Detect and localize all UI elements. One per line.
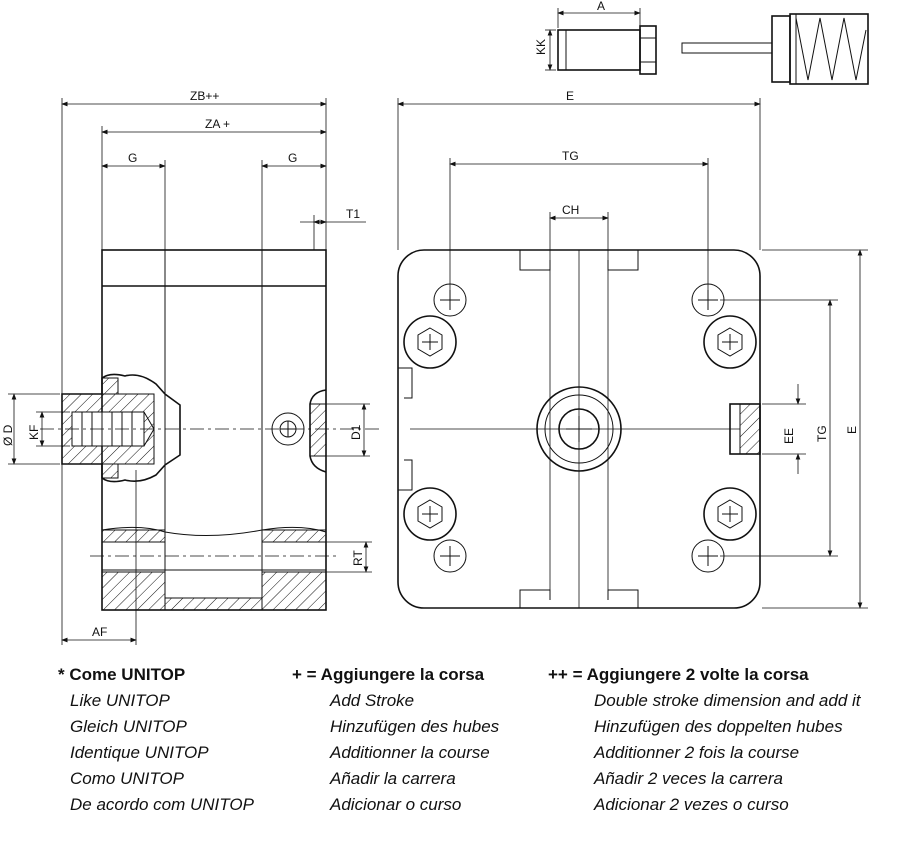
mounting-hole-tl (433, 283, 467, 317)
dim-label-zb: ZB++ (190, 89, 219, 103)
dim-label-tg-top: TG (562, 149, 579, 163)
dim-label-t1: T1 (346, 207, 360, 221)
legend-line: Double stroke dimension and add it (594, 691, 861, 710)
legend-line: Like UNITOP (70, 691, 170, 710)
dim-label-od: Ø D (1, 424, 15, 446)
legend-line: Additionner la course (330, 743, 490, 762)
legend-line: Adicionar 2 vezes o curso (594, 795, 789, 814)
dim-label-g-right: G (288, 151, 297, 165)
legend-line: Gleich UNITOP (70, 717, 187, 736)
legend-like-unitop: * Come UNITOP Like UNITOP Gleich UNITOP … (58, 662, 254, 818)
hex-screw-tr (703, 315, 757, 369)
dim-label-tg-side: TG (815, 425, 829, 442)
legend-line: Additionner 2 fois la course (594, 743, 800, 762)
hex-screw-bl (403, 487, 457, 541)
dim-label-za: ZA + (205, 117, 230, 131)
legend-line: Añadir 2 veces la carrera (594, 769, 783, 788)
dim-label-a: A (597, 0, 605, 13)
legend-line: Adicionar o curso (330, 795, 462, 814)
dim-label-ch: CH (562, 203, 579, 217)
legend-line: Hinzufügen des hubes (330, 717, 500, 736)
cylinder-technical-drawing: A KK (1, 0, 869, 645)
legend-line: Como UNITOP (70, 769, 184, 788)
dim-label-rt: RT (351, 550, 365, 566)
spring-detail (681, 13, 869, 85)
dim-label-ee: EE (782, 428, 796, 444)
legend-add-stroke: + = Aggiungere la corsa Add Stroke Hinzu… (292, 662, 499, 818)
legend-line: De acordo com UNITOP (70, 795, 254, 814)
dim-label-e-top: E (566, 89, 574, 103)
mounting-hole-bl (433, 539, 467, 573)
legend-line: Añadir la carrera (330, 769, 456, 788)
legend-heading: ++ = Aggiungere 2 volte la corsa (548, 665, 809, 684)
cylinder-side-view (8, 98, 380, 645)
dim-label-d1: D1 (349, 424, 363, 440)
legend-line: Add Stroke (330, 691, 415, 710)
cylinder-front-view (397, 98, 868, 609)
dim-label-af: AF (92, 625, 107, 639)
legend-heading: * Come UNITOP (58, 665, 186, 684)
hex-screw-br (703, 487, 757, 541)
legend-double-stroke: ++ = Aggiungere 2 volte la corsa Double … (548, 662, 861, 818)
dim-label-kk: KK (534, 39, 548, 55)
nut-detail (545, 8, 657, 75)
legend-line: Hinzufügen des doppelten hubes (594, 717, 843, 736)
dim-label-e-side: E (845, 426, 859, 434)
legend-line: Identique UNITOP (70, 743, 209, 762)
dim-label-kf: KF (27, 425, 41, 440)
hex-screw-tl (403, 315, 457, 369)
mounting-hole-br (691, 539, 725, 573)
legend-heading: + = Aggiungere la corsa (292, 665, 485, 684)
dim-label-g-left: G (128, 151, 137, 165)
